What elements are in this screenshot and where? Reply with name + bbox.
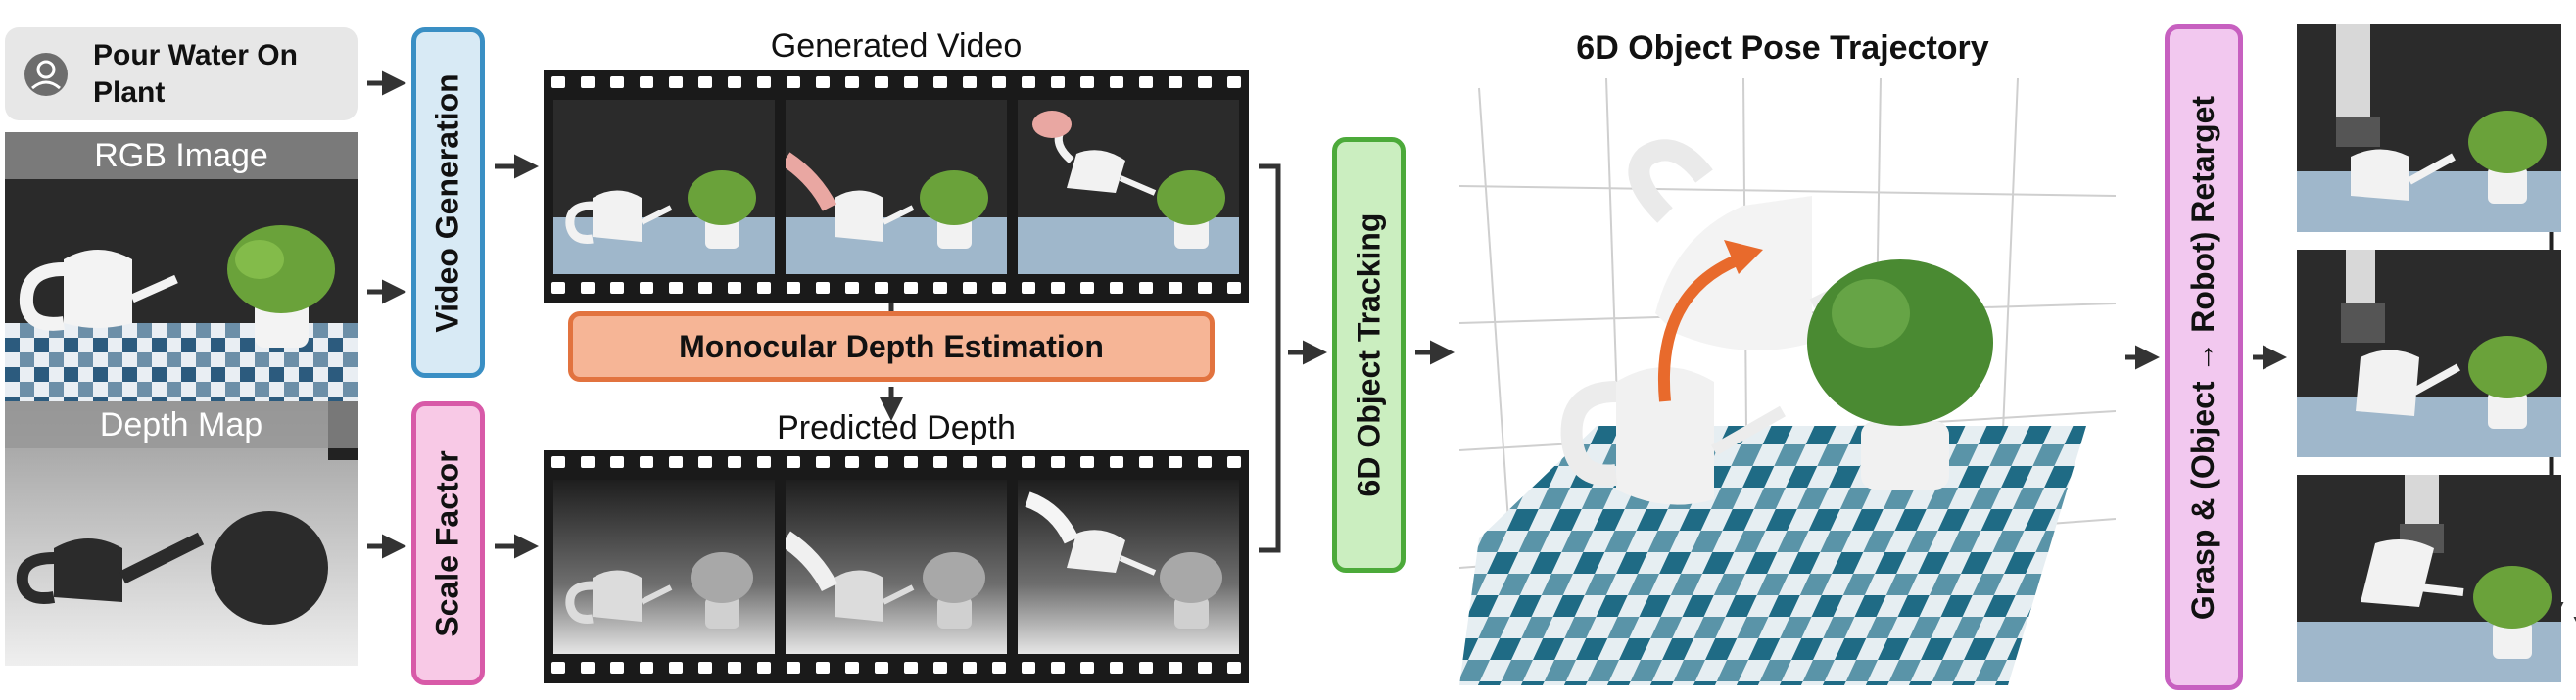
depth-frame-3 [1018, 480, 1239, 654]
monocular-depth-estimation-box: Monocular Depth Estimation [568, 311, 1215, 382]
robot-frame-1 [2297, 24, 2561, 232]
grasp-retarget-label: Grasp & (Object → Robot) Retarget [2185, 95, 2221, 620]
depth-map-label: Depth Map [5, 401, 358, 448]
bracket [1259, 163, 1281, 553]
pose-trajectory-title: 6D Object Pose Trajectory [1576, 29, 1989, 67]
predicted-depth-filmstrip [544, 450, 1249, 683]
depth-frame-1 [553, 480, 775, 654]
depth-map-panel: Depth Map [5, 401, 358, 666]
grasp-retarget-box: Grasp & (Object → Robot) Retarget [2165, 24, 2243, 690]
trajectory-arrow [1658, 254, 1741, 402]
video-frame-1 [553, 100, 775, 274]
rgb-image-label: RGB Image [5, 132, 358, 179]
monocular-depth-estimation-label: Monocular Depth Estimation [679, 328, 1104, 364]
depth-frame-2 [786, 480, 1007, 654]
video-generation-box: Video Generation [411, 27, 485, 378]
object-tracking-label: 6D Object Tracking [1351, 212, 1386, 497]
prompt-text: Pour Water On Plant [93, 39, 298, 109]
point-cloud-render [1459, 78, 2116, 685]
video-frame-2 [786, 100, 1007, 274]
predicted-depth-caption: Predicted Depth [777, 409, 1016, 446]
scale-factor-box: Scale Factor [411, 401, 485, 685]
video-generation-label: Video Generation [430, 72, 466, 333]
generated-video-caption: Generated Video [770, 27, 1023, 65]
robot-frame-3 [2297, 475, 2561, 682]
video-frame-3 [1018, 100, 1239, 274]
rgb-image-panel: RGB Image [5, 132, 358, 401]
object-tracking-box: 6D Object Tracking [1332, 137, 1406, 573]
pose-trajectory-scene [1459, 78, 2116, 685]
scale-factor-label: Scale Factor [430, 449, 465, 637]
robot-frame-2 [2297, 250, 2561, 457]
user-avatar-icon [23, 51, 70, 98]
generated-video-filmstrip [544, 70, 1249, 303]
prompt-box: Pour Water On Plant [5, 27, 358, 120]
